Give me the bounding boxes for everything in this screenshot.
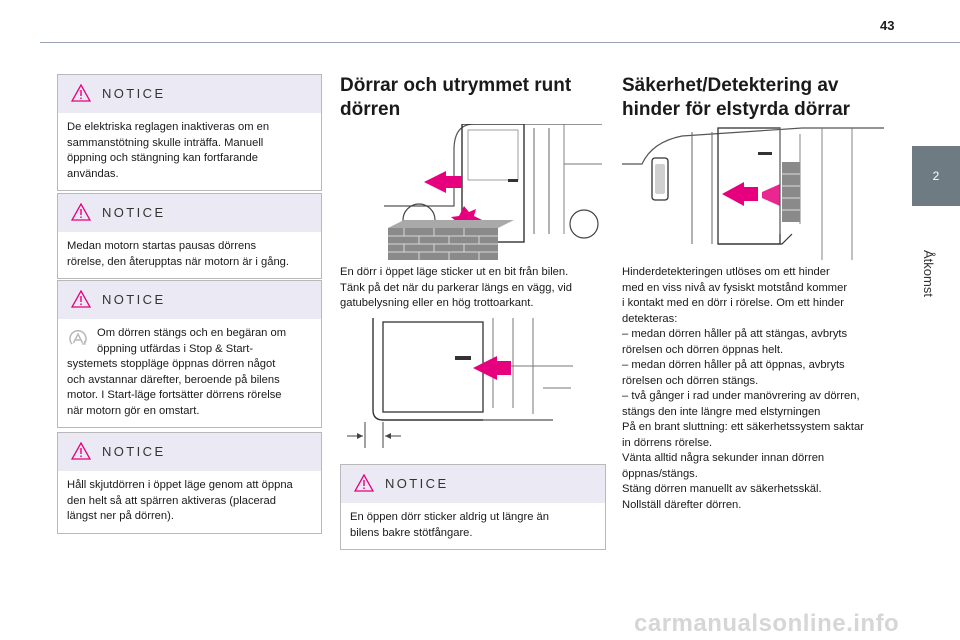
section-paragraph: En dörr i öppet läge sticker ut en bit f… <box>340 266 572 309</box>
notice-header: NOTICE <box>58 281 321 319</box>
notice-text: Medan motorn startas pausas dörrens röre… <box>67 240 290 268</box>
section-heading: Dörrar och utrymmet runt dörren <box>340 75 572 120</box>
chapter-title: Åtkomst <box>921 250 936 297</box>
notice-header: NOTICE <box>58 433 321 471</box>
chapter-tab[interactable]: 2 <box>912 146 960 206</box>
warning-icon <box>71 84 91 102</box>
section-heading: Säkerhet/Detektering av hinder för elsty… <box>622 75 851 120</box>
notice-text: De elektriska reglagen inaktiveras om en… <box>67 121 270 180</box>
notice-box-2: NOTICE Medan motorn startas pausas dörre… <box>57 193 322 279</box>
notice-text: Håll skjutdörren i öppet läge genom att … <box>67 479 293 522</box>
section-paragraph: Hinderdetekteringen utlöses om ett hinde… <box>622 266 864 511</box>
notice-title: NOTICE <box>385 476 449 491</box>
section-doors-space: Dörrar och utrymmet runt dörren <box>340 74 606 122</box>
notice-title: NOTICE <box>102 205 166 220</box>
notice-title: NOTICE <box>102 292 166 307</box>
notice-header: NOTICE <box>58 194 321 232</box>
illustration-door-bumper <box>347 318 573 448</box>
notice-box-5: NOTICE En öppen dörr sticker aldrig ut l… <box>340 464 606 550</box>
notice-title: NOTICE <box>102 444 166 459</box>
notice-title: NOTICE <box>102 86 166 101</box>
warning-icon <box>71 290 91 308</box>
notice-header: NOTICE <box>58 75 321 113</box>
page-number: 43 <box>880 18 895 33</box>
notice-box-4: NOTICE Håll skjutdörren i öppet läge gen… <box>57 432 322 534</box>
notice-header: NOTICE <box>341 465 605 503</box>
warning-icon <box>71 442 91 460</box>
notice-text: En öppen dörr sticker aldrig ut längre ä… <box>350 511 550 539</box>
illustration-obstacle-detection <box>622 127 884 260</box>
warning-icon <box>354 474 374 492</box>
stop-start-icon <box>69 330 87 345</box>
illustration-door-wall <box>384 124 602 260</box>
notice-box-1: NOTICE De elektriska reglagen inaktivera… <box>57 74 322 191</box>
notice-box-3: NOTICE Om dörren stängs och en begäran o… <box>57 280 322 428</box>
section-obstacle-detection: Säkerhet/Detektering av hinder för elsty… <box>622 74 888 122</box>
notice-text: Om dörren stängs och en begäran om öppni… <box>67 327 287 417</box>
watermark: carmanualsonline.info <box>634 610 900 637</box>
top-rule <box>40 42 960 43</box>
warning-icon <box>71 203 91 221</box>
